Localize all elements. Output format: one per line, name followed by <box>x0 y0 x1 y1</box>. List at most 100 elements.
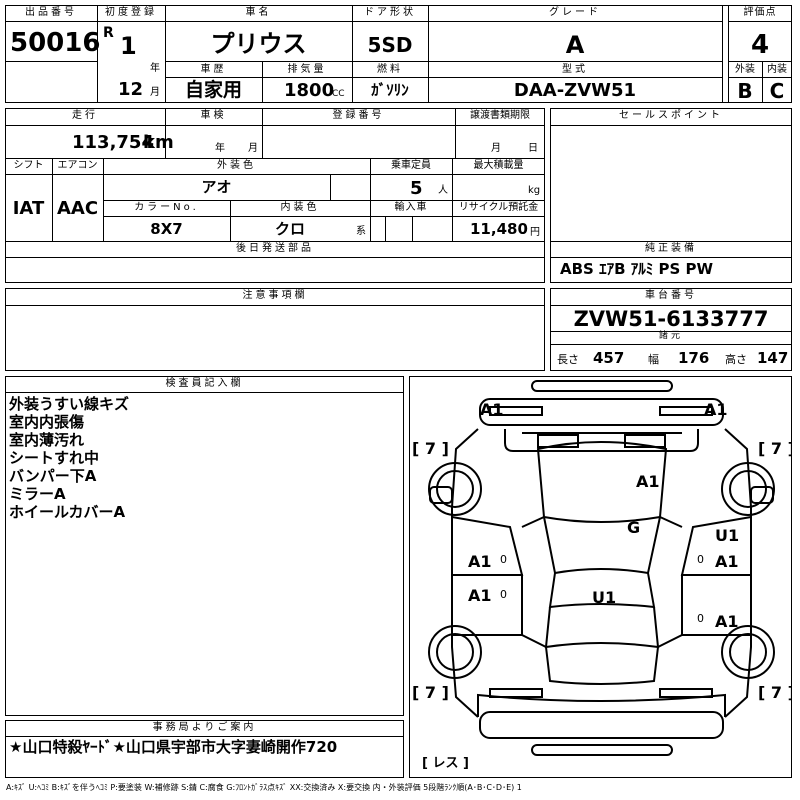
inspector-line: 外装うすい線キズ <box>9 395 130 413</box>
capacity-value: 5 <box>410 178 423 199</box>
damage-mark-zero: 0 <box>500 553 507 566</box>
registration-header: 登録番号 <box>332 110 385 121</box>
inspection-year-unit: 年 <box>215 143 225 154</box>
tire-label-front-left: [ 7 ] <box>412 439 449 458</box>
car-name-header: 車名 <box>245 7 272 18</box>
dims-header: 諸元 <box>658 331 683 341</box>
chassis-value: ZVW51-6133777 <box>573 307 769 331</box>
door-type-header: ドア形状 <box>364 7 416 18</box>
inspector-line: ホイールカバーA <box>9 503 126 521</box>
notes-header: 注意事項欄 <box>242 290 308 301</box>
reg-year: 1 <box>120 32 137 60</box>
inspector-line: シートすれ中 <box>9 449 100 467</box>
load-unit: kg <box>528 185 541 196</box>
shift-header: シフト <box>13 160 44 171</box>
equipment-header: 純正装備 <box>645 243 697 254</box>
transfer-day-unit: 日 <box>528 143 538 154</box>
reg-month-unit: 月 <box>150 87 160 98</box>
damage-mark: A1 <box>480 400 504 419</box>
grade-header: グレード <box>549 7 601 18</box>
displacement-unit: CC <box>332 89 345 99</box>
inspection-month-unit: 月 <box>248 143 258 154</box>
notes-block <box>5 288 545 371</box>
office-block <box>5 720 404 778</box>
damage-mark: A1 <box>636 472 660 491</box>
ac-header: エアコン <box>57 160 98 171</box>
int-color-unit: 系 <box>356 226 366 237</box>
ext-color-value: アオ <box>201 178 232 196</box>
car-outline <box>428 380 775 756</box>
ext-color-header: 外装色 <box>217 160 256 171</box>
tire-label-rear-left: [ 7 ] <box>412 683 449 702</box>
inspector-line: 室内内張傷 <box>9 413 85 431</box>
inspector-line: バンパー下A <box>9 467 97 485</box>
inspector-line: ミラーA <box>9 485 66 503</box>
length-value: 457 <box>593 349 625 367</box>
color-no-value: 8X7 <box>150 220 183 238</box>
fuel-header: 燃料 <box>377 64 403 75</box>
load-header: 最大積載量 <box>473 160 524 171</box>
displacement-header: 排気量 <box>287 64 327 75</box>
damage-mark: A1 <box>715 552 739 571</box>
recycle-header: リサイクル預託金 <box>458 202 539 213</box>
damage-mark: A1 <box>704 400 728 419</box>
later-parts-header: 後日発送部品 <box>236 243 314 254</box>
spare-tire-label: [ レス ] <box>422 756 469 771</box>
int-score: C <box>769 79 785 103</box>
grade-value: A <box>565 31 585 59</box>
transfer-header: 譲渡書類期限 <box>470 110 530 121</box>
reg-month: 12 <box>118 79 144 100</box>
damage-mark: A1 <box>468 586 492 605</box>
inspector-block <box>5 376 404 716</box>
sales-point-header: セールスポイント <box>619 110 723 121</box>
office-value: ★山口特殺ﾔｰﾄﾞ★山口県宇部市大字妻崎開作720 <box>9 738 338 756</box>
car-name: プリウス <box>210 30 307 58</box>
damage-mark: A1 <box>715 612 739 631</box>
damage-mark: U1 <box>715 526 740 545</box>
width-value: 176 <box>678 349 710 367</box>
damage-mark-zero: 0 <box>697 553 704 566</box>
transfer-month-unit: 月 <box>491 143 501 154</box>
damage-mark-zero: 0 <box>697 612 704 625</box>
mileage-header: 走行 <box>72 110 98 121</box>
mileage-value: 113,754 <box>72 132 154 153</box>
ac-value: AAC <box>56 198 99 219</box>
lot-number-header: 出品番号 <box>25 7 77 18</box>
capacity-unit: 人 <box>438 185 448 196</box>
int-score-header: 内装 <box>767 64 787 75</box>
recycle-unit: 円 <box>530 227 540 238</box>
sales-point-block <box>550 108 792 283</box>
capacity-header: 乗車定員 <box>391 160 431 171</box>
import-header: 輸入車 <box>394 202 428 213</box>
displacement-value: 1800 <box>284 80 335 101</box>
color-no-header: カラーNo. <box>134 202 199 213</box>
shift-value: IAT <box>12 198 45 219</box>
int-color-header: 内装色 <box>280 202 320 213</box>
damage-mark-zero: 0 <box>500 588 507 601</box>
width-label: 幅 <box>648 353 659 366</box>
reg-era: R <box>103 25 114 41</box>
legend: A:ｷｽﾞ U:ﾍｺﾐ B:ｷｽﾞを伴うﾍｺﾐ P:要塗装 W:補修跡 S:錆 … <box>6 783 522 792</box>
ext-score: B <box>737 79 753 103</box>
office-header: 事務局よりご案内 <box>152 722 257 733</box>
ext-score-header: 外装 <box>735 64 755 75</box>
score-value: 4 <box>750 30 770 60</box>
score-header: 評価点 <box>743 7 777 18</box>
model-header: 型式 <box>562 64 588 75</box>
damage-mark: U1 <box>592 588 617 607</box>
damage-mark: A1 <box>468 552 492 571</box>
inspector-header: 検査員記入欄 <box>165 378 244 389</box>
tire-label-front-right: [ 7 ] <box>758 439 792 458</box>
inspector-line: 室内薄汚れ <box>9 431 85 449</box>
car-diagram: [ 7 ] [ 7 ] [ 7 ] [ 7 ] [ レス ] A1 A1 A1 … <box>409 376 792 778</box>
chassis-header: 車台番号 <box>645 290 697 301</box>
history-header: 車歴 <box>200 64 227 75</box>
first-registration-header: 初度登録 <box>105 7 157 18</box>
damage-mark: G <box>627 518 641 537</box>
height-label: 高さ <box>725 353 747 366</box>
equipment-value: ABS ｴｱB ｱﾙﾐ PS PW <box>560 260 714 278</box>
fuel-value: ｶﾞｿﾘﾝ <box>371 81 409 99</box>
int-color-value: クロ <box>274 220 305 238</box>
recycle-value: 11,480 <box>470 220 528 238</box>
mileage-unit: km <box>143 132 174 153</box>
